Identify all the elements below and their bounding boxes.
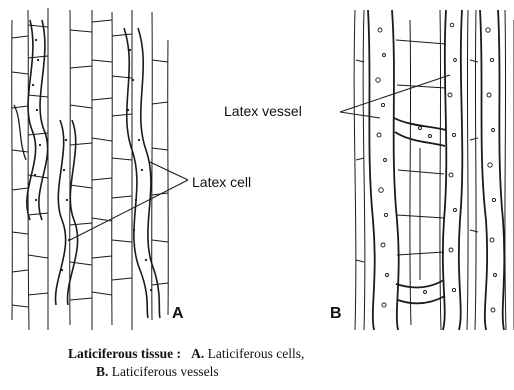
figure-caption-line-2: B. Laticiferous vessels (96, 364, 219, 380)
caption-part-a-text: Laticiferous cells, (208, 346, 305, 361)
caption-part-a-letter: A. (191, 346, 204, 361)
caption-part-b-text: Laticiferous vessels (112, 364, 219, 379)
panel-a-drawing (12, 8, 188, 330)
panel-b-label: B (330, 305, 342, 322)
latex-vessel-pointer-lines (340, 75, 450, 118)
panel-b-cell-walls (354, 10, 514, 330)
panel-b-latex-vessels (368, 10, 504, 330)
panel-a-cross-walls (12, 20, 168, 307)
caption-part-b-letter: B. (96, 364, 108, 379)
latex-vessel-label: Latex vessel (224, 103, 302, 119)
panel-b-drawing (340, 10, 514, 330)
panel-a-label: A (172, 305, 184, 322)
panel-a-latex-cells (14, 20, 160, 318)
latex-cell-pointer-lines (70, 162, 188, 240)
caption-title: Laticiferous tissue : (68, 346, 181, 361)
latex-cell-label: Latex cell (192, 174, 251, 190)
panel-a-cell-walls (12, 8, 169, 330)
figure-caption-line-1: Laticiferous tissue : A. Laticiferous ce… (68, 346, 304, 362)
